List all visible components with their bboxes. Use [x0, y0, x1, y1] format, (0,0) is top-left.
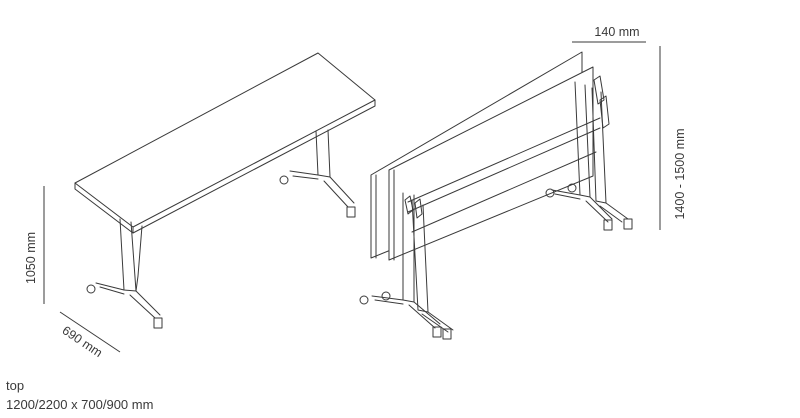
folded-foot-2	[442, 328, 452, 340]
open-left-leg	[86, 218, 163, 329]
dim-line-depth-open	[59, 311, 121, 353]
folded-foot-1	[432, 326, 442, 338]
dim-label-depth-folded: 140 mm	[594, 25, 639, 39]
open-tabletop	[74, 52, 376, 228]
dimension-lines	[43, 41, 661, 353]
caption-top-sizes: 1200/2200 x 700/900 mm	[6, 397, 154, 412]
dim-label-depth-open: 690 mm	[60, 323, 105, 360]
caption-top-label: top	[6, 378, 25, 393]
folded-caster-2	[381, 291, 391, 301]
open-right-caster	[279, 175, 289, 185]
folded-caster-3	[545, 188, 555, 198]
folded-front-top	[388, 66, 594, 261]
dim-label-height-open: 1050 mm	[24, 232, 38, 284]
open-left-caster	[86, 284, 96, 294]
folded-caster-4	[567, 183, 577, 193]
folded-foot-4	[623, 218, 633, 230]
folded-caster-1	[359, 295, 369, 305]
open-table	[74, 52, 376, 329]
open-right-foot	[346, 206, 356, 218]
open-left-foot	[153, 317, 163, 329]
folded-tables	[359, 51, 633, 340]
dim-label-height-folded: 1400 - 1500 mm	[673, 128, 687, 219]
folded-foot-3	[603, 219, 613, 231]
open-right-leg	[279, 129, 356, 218]
